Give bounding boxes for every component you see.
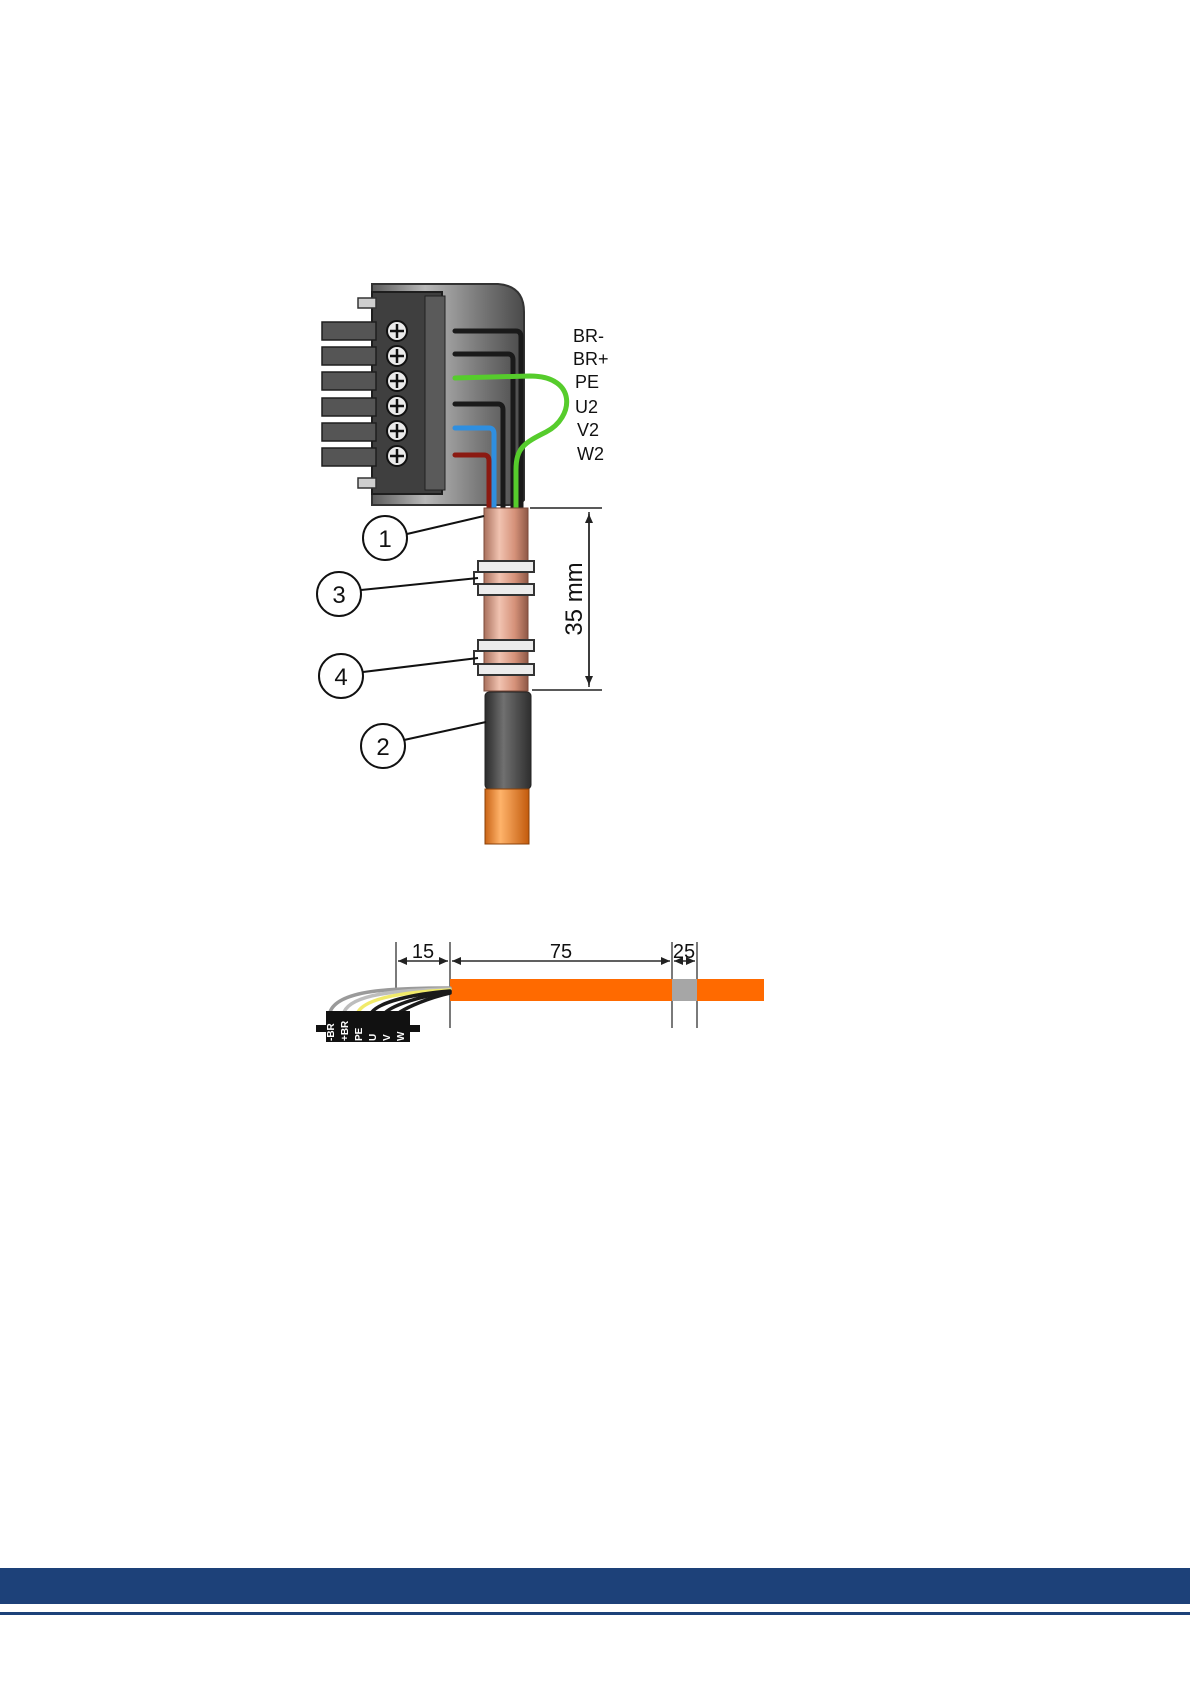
dimension-35mm: 35 mm [530,508,602,690]
wire-label: U2 [575,397,598,417]
screw-icon [387,321,407,341]
wire-label: BR+ [573,349,609,369]
connector-diagram: BR- BR+ PE U2 V2 W2 1 3 4 [317,284,609,844]
wire-label: W2 [577,444,604,464]
heat-shrink-sleeve [485,692,531,789]
callout-label: 4 [334,664,347,691]
dimension-label: 15 [412,941,434,963]
mounting-tab-bottom [358,478,376,488]
connector-pins [322,322,376,466]
callout-4: 4 [319,654,478,698]
strip-diagram: 15 75 25 -BR +BR PE U V W [316,941,764,1042]
footer-rule [0,1612,1190,1615]
pin-label: -BR [326,1022,337,1041]
screw-icon [387,396,407,416]
strip-wires [330,988,450,1012]
strip-dimension-labels: 15 75 25 [412,941,695,963]
dimension-label: 35 mm [561,562,588,635]
strip-cable-shield-section [672,979,697,1001]
screw-icon [387,346,407,366]
wire-label: BR- [573,326,604,346]
wire-label: PE [575,372,599,392]
callout-3: 3 [317,572,478,616]
mounting-tab-top [358,298,376,308]
pin-label: V [382,1034,393,1041]
callout-label: 1 [378,526,391,553]
callout-label: 3 [332,582,345,609]
footer-bar [0,1568,1190,1604]
pin-label: PE [354,1027,365,1041]
wire-label: V2 [577,420,599,440]
screw-icon [387,421,407,441]
wire-labels: BR- BR+ PE U2 V2 W2 [573,326,609,464]
callouts: 1 3 4 2 [317,516,486,768]
callout-label: 2 [376,734,389,761]
pin-label: U [368,1034,379,1041]
dimension-label: 25 [673,941,695,963]
callout-2: 2 [361,722,486,768]
orange-cable [485,789,529,844]
screw-icon [387,446,407,466]
dimension-label: 75 [550,941,572,963]
strip-cable-jacket [450,979,672,1001]
pin-label: W [396,1031,407,1041]
callout-1: 1 [363,516,484,560]
pin-label: +BR [340,1020,351,1041]
strip-cable-jacket-end [697,979,764,1001]
screw-icon [387,371,407,391]
